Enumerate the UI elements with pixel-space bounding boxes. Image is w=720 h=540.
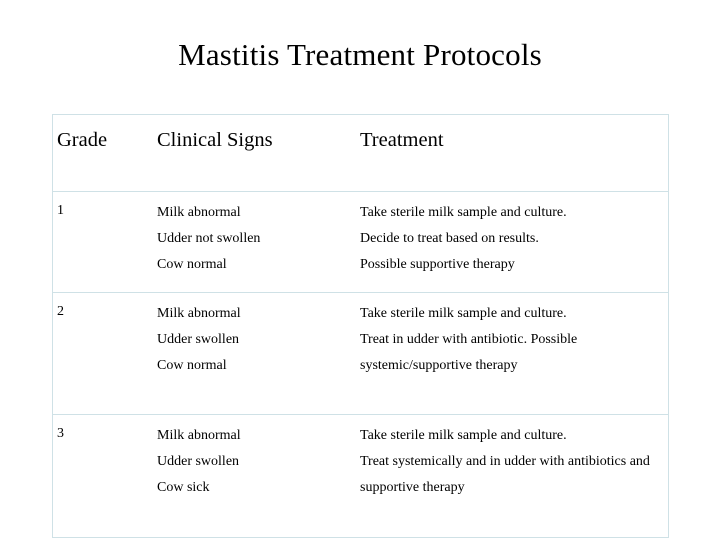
clinical-sign-item: Udder swollen [157, 454, 240, 469]
treatment-item: Take sterile milk sample and culture. [360, 205, 567, 220]
treatment-item: Treat in udder with antibiotic. Possible… [360, 332, 578, 373]
mastitis-protocol-table: Grade Clinical Signs Treatment 1 Mil [52, 114, 669, 538]
grade-value-wrapper: 3 [53, 415, 153, 445]
header-label-clinical-signs: Clinical Signs [157, 129, 273, 151]
header-cell-grade: Grade [52, 114, 153, 192]
table-row: 2 Milk abnormal Udder swollen Cow normal… [52, 292, 669, 415]
grade-value-wrapper: 1 [53, 192, 153, 222]
header-cell-treatment: Treatment [356, 114, 669, 192]
clinical-sign-item: Udder swollen [157, 332, 240, 347]
cell-grade: 1 [52, 191, 153, 293]
clinical-sign-item: Milk abnormal [157, 306, 241, 321]
cell-grade: 3 [52, 414, 153, 538]
treatment-item: Possible supportive therapy [360, 257, 515, 272]
table-row: 1 Milk abnormal Udder not swollen Cow no… [52, 191, 669, 293]
clinical-sign-item: Cow normal [157, 257, 227, 272]
cell-clinical-signs: Milk abnormal Udder swollen Cow normal [153, 292, 356, 415]
clinical-sign-item: Milk abnormal [157, 428, 241, 443]
treatment-item: Take sterile milk sample and culture. [360, 428, 567, 443]
table-header-row: Grade Clinical Signs Treatment [52, 114, 669, 192]
treatment-list: Take sterile milk sample and culture. Tr… [356, 415, 668, 501]
grade-value: 1 [57, 203, 64, 218]
cell-clinical-signs: Milk abnormal Udder swollen Cow sick [153, 414, 356, 538]
table-row: 3 Milk abnormal Udder swollen Cow sick T… [52, 414, 669, 538]
cell-clinical-signs: Milk abnormal Udder not swollen Cow norm… [153, 191, 356, 293]
grade-value: 3 [57, 426, 64, 441]
cell-grade: 2 [52, 292, 153, 415]
grade-value: 2 [57, 304, 64, 319]
cell-treatment: Take sterile milk sample and culture. Tr… [356, 292, 669, 415]
clinical-signs-list: Milk abnormal Udder swollen Cow sick [153, 415, 356, 501]
clinical-sign-item: Milk abnormal [157, 205, 241, 220]
cell-treatment: Take sterile milk sample and culture. Tr… [356, 414, 669, 538]
clinical-sign-item: Udder not swollen [157, 231, 261, 246]
clinical-sign-item: Cow sick [157, 480, 210, 495]
treatment-item: Take sterile milk sample and culture. [360, 306, 567, 321]
page-title: Mastitis Treatment Protocols [178, 37, 542, 72]
clinical-sign-item: Cow normal [157, 358, 227, 373]
cell-treatment: Take sterile milk sample and culture. De… [356, 191, 669, 293]
treatment-list: Take sterile milk sample and culture. De… [356, 192, 668, 278]
clinical-signs-list: Milk abnormal Udder not swollen Cow norm… [153, 192, 356, 278]
treatment-item: Treat systemically and in udder with ant… [360, 454, 650, 495]
grade-value-wrapper: 2 [53, 293, 153, 323]
header-label-grade: Grade [57, 129, 108, 151]
treatment-item: Decide to treat based on results. [360, 231, 539, 246]
header-cell-clinical-signs: Clinical Signs [153, 114, 356, 192]
clinical-signs-list: Milk abnormal Udder swollen Cow normal [153, 293, 356, 379]
header-label-treatment: Treatment [360, 129, 444, 151]
treatment-list: Take sterile milk sample and culture. Tr… [356, 293, 668, 379]
